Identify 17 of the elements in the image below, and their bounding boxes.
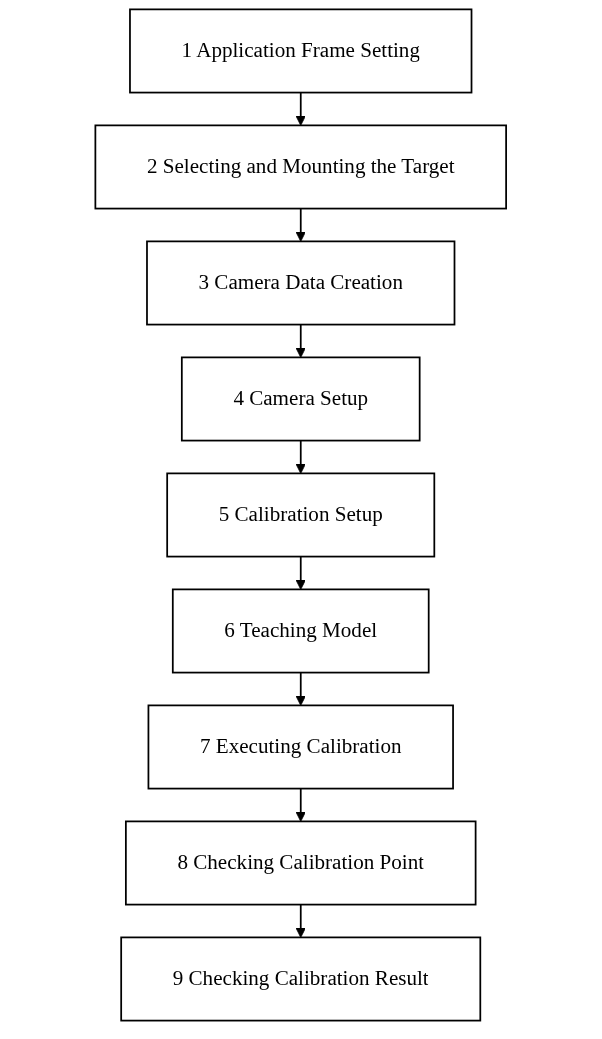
node-box: 3 Camera Data Creation — [146, 240, 456, 326]
node-box: 1 Application Frame Setting — [129, 8, 473, 94]
arrow — [295, 207, 307, 242]
node-box: 2 Selecting and Mounting the Target — [94, 124, 508, 210]
node-box: 7 Executing Calibration — [147, 704, 455, 790]
arrow — [295, 671, 307, 706]
node-box: 9 Checking Calibration Result — [120, 936, 482, 1022]
arrow — [295, 323, 307, 358]
arrow — [295, 903, 307, 938]
arrow — [295, 555, 307, 590]
arrow — [295, 439, 307, 474]
arrow — [295, 91, 307, 126]
node-box: 8 Checking Calibration Point — [125, 820, 477, 906]
arrow — [295, 787, 307, 822]
node-box: 4 Camera Setup — [181, 356, 421, 442]
node-box: 5 Calibration Setup — [166, 472, 436, 558]
node-box: 6 Teaching Model — [172, 588, 430, 674]
